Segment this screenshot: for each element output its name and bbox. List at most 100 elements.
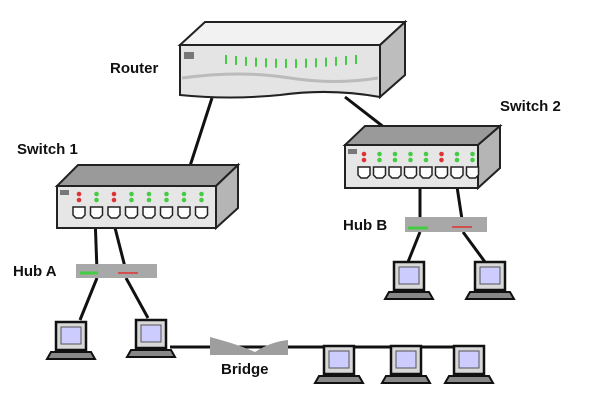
ethernet-port: [357, 166, 371, 179]
router-curve: [181, 72, 379, 83]
status-led: [199, 197, 204, 203]
status-led: [94, 191, 99, 197]
computer: [380, 344, 432, 384]
status-led: [439, 151, 444, 157]
switch-1: [54, 162, 241, 231]
keyboard: [45, 351, 97, 360]
hub-a-body: [76, 264, 157, 278]
keyboard: [125, 349, 177, 358]
computer: [443, 344, 495, 384]
ethernet-port: [419, 166, 433, 179]
screen: [60, 326, 82, 345]
router-leds: [225, 55, 357, 68]
status-led: [454, 151, 460, 157]
hub-a: [76, 264, 157, 278]
ethernet-port: [107, 206, 121, 219]
cable-router-switch1: [188, 97, 214, 167]
router-front: [179, 44, 381, 99]
ethernet-port: [142, 206, 156, 219]
switch1-ports: [72, 191, 209, 219]
status-led: [408, 151, 413, 157]
status-led: [392, 157, 398, 163]
ethernet-port: [450, 166, 464, 179]
computers: [45, 260, 516, 384]
router: [177, 19, 408, 100]
status-led: [94, 197, 99, 203]
status-led: [361, 151, 367, 157]
status-led: [129, 197, 134, 203]
computer: [125, 318, 177, 358]
computer: [464, 260, 516, 300]
cable-hubb-pc1: [406, 231, 422, 263]
status-led: [377, 157, 382, 163]
switch2-badge: [348, 149, 357, 154]
screen: [398, 266, 420, 285]
cable-hubb-pc2: [461, 231, 487, 263]
status-led: [146, 197, 152, 203]
ethernet-port: [124, 206, 139, 219]
ethernet-port: [89, 206, 104, 219]
status-led: [76, 191, 82, 197]
ethernet-port: [177, 206, 191, 219]
status-led: [392, 151, 398, 157]
status-led: [439, 157, 444, 163]
status-led: [470, 157, 475, 163]
computer: [45, 320, 97, 360]
switch1-badge: [60, 190, 69, 195]
switch2-top: [342, 125, 503, 146]
status-led: [111, 197, 117, 203]
ethernet-port: [194, 206, 209, 219]
bridge: [210, 337, 288, 355]
ethernet-port: [159, 206, 174, 219]
hub-b-label: Hub B: [343, 217, 388, 234]
status-led: [408, 157, 413, 163]
status-led: [199, 191, 204, 197]
ethernet-port: [465, 166, 480, 179]
screen: [395, 350, 417, 369]
screen: [479, 266, 501, 285]
status-led: [181, 197, 187, 203]
computer: [313, 344, 365, 384]
switch1-label: Switch 1: [17, 141, 78, 158]
keyboard: [383, 291, 435, 300]
router-top: [177, 21, 408, 46]
screen: [140, 324, 162, 343]
status-led: [181, 191, 187, 197]
hub-b: [405, 217, 487, 232]
status-led: [361, 157, 367, 163]
ethernet-port: [388, 166, 402, 179]
status-led: [423, 157, 429, 163]
switch-2: [342, 123, 503, 191]
keyboard: [464, 291, 516, 300]
router-label: Router: [110, 60, 159, 77]
computer: [383, 260, 435, 300]
ethernet-port: [372, 166, 387, 179]
bridge-label: Bridge: [221, 361, 269, 378]
status-led: [377, 151, 382, 157]
status-led: [146, 191, 152, 197]
status-led: [111, 191, 117, 197]
switch2-ports: [357, 151, 480, 179]
ethernet-port: [72, 206, 86, 219]
keyboard: [443, 375, 495, 384]
status-led: [164, 191, 169, 197]
status-led: [454, 157, 460, 163]
hub-b-body: [405, 217, 487, 232]
status-led: [76, 197, 82, 203]
keyboard: [380, 375, 432, 384]
ethernet-port: [403, 166, 418, 179]
ethernet-port: [434, 166, 449, 179]
cable-huba-pc2: [124, 277, 150, 319]
screen: [458, 350, 480, 369]
status-led: [164, 197, 169, 203]
hub-a-label: Hub A: [13, 263, 57, 280]
keyboard: [313, 375, 365, 384]
status-led: [129, 191, 134, 197]
switch2-label: Switch 2: [500, 98, 561, 115]
status-led: [470, 151, 475, 157]
cable-router-switch2: [344, 95, 386, 130]
status-led: [423, 151, 429, 157]
cable-huba-pc1: [78, 277, 99, 321]
